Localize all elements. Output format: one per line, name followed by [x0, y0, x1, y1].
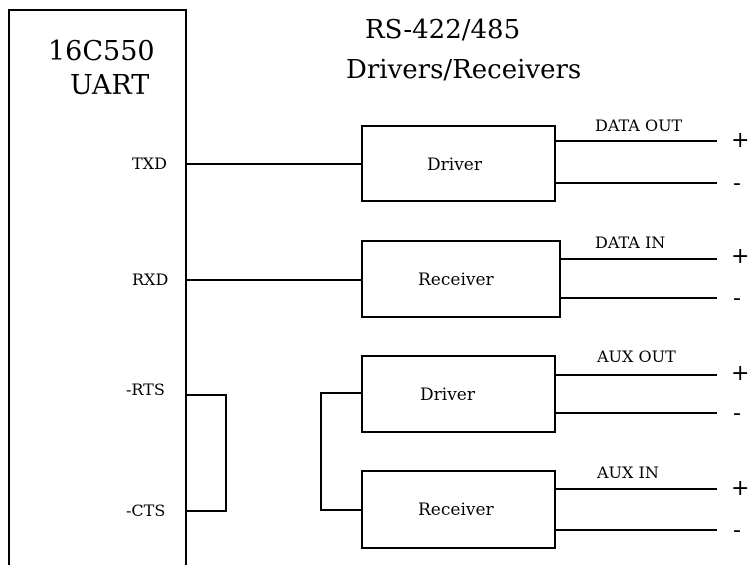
transceiver-title-line1: RS-422/485 — [365, 15, 521, 45]
data-in-minus-mark: - — [733, 286, 741, 311]
pin-label-rts: -RTS — [126, 380, 165, 399]
uart-title-line2: UART — [70, 70, 150, 101]
transceiver-title-line2: Drivers/Receivers — [346, 55, 582, 85]
aux-driver-block — [361, 355, 556, 433]
data-in-plus-mark: + — [731, 244, 748, 269]
signal-label-aux-in: AUX IN — [597, 463, 659, 482]
pin-label-txd: TXD — [132, 154, 167, 173]
data-receiver-block — [361, 240, 561, 318]
pin-label-cts: -CTS — [126, 501, 166, 520]
data-receiver-label: Receiver — [418, 270, 494, 290]
aux-in-minus-mark: - — [733, 518, 741, 543]
data-driver-label: Driver — [427, 155, 482, 175]
data-driver-block — [361, 125, 556, 202]
rts-cts-loopback-wire — [185, 394, 227, 512]
data-out-minus-mark: - — [733, 171, 741, 196]
uart-title-line1: 16C550 — [48, 36, 155, 67]
signal-label-aux-out: AUX OUT — [597, 347, 676, 366]
signal-label-data-out: DATA OUT — [595, 116, 683, 135]
aux-loop-wire — [320, 392, 363, 511]
aux-out-minus-mark: - — [733, 401, 741, 426]
data-out-plus-mark: + — [731, 128, 748, 153]
uart-block-outline — [8, 9, 187, 565]
pin-label-rxd: RXD — [132, 270, 169, 289]
signal-label-data-in: DATA IN — [595, 233, 666, 252]
aux-driver-label: Driver — [420, 385, 475, 405]
aux-out-plus-mark: + — [731, 361, 748, 386]
aux-in-plus-mark: + — [731, 476, 748, 501]
aux-receiver-label: Receiver — [418, 500, 494, 520]
aux-receiver-block — [361, 470, 556, 549]
